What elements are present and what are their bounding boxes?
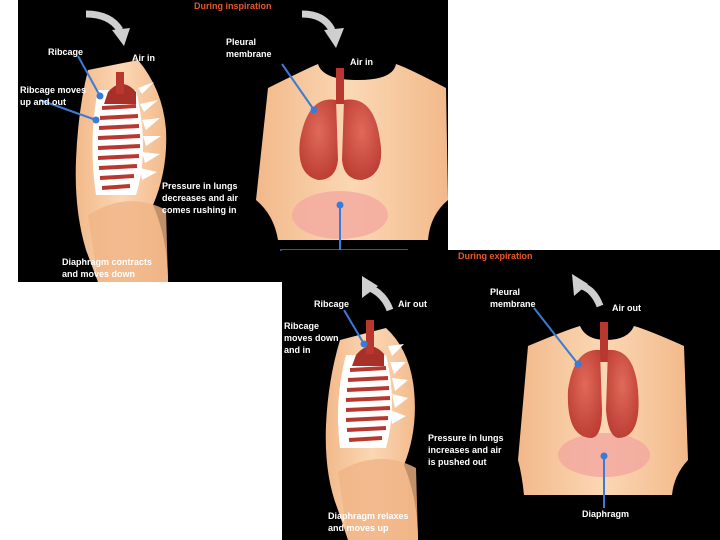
air-in-label-right: Air in — [350, 57, 374, 67]
pressure-line3: is pushed out — [428, 457, 487, 467]
expiration-illustration — [325, 274, 688, 540]
ribcage-label: Ribcage — [48, 47, 84, 57]
pressure-line2: decreases and air — [162, 193, 239, 203]
ribcage-moves-line1: Ribcage moves — [20, 85, 87, 95]
air-in-arrow-right — [301, 10, 336, 32]
pressure-label: Pressure in lungs decreases and air come… — [162, 180, 238, 216]
pressure-line3: comes rushing in — [162, 205, 237, 215]
pressure-label: Pressure in lungs increases and air is p… — [428, 432, 504, 468]
side-trachea — [116, 72, 124, 94]
ribcage-moves-label: Ribcage moves up and out — [20, 84, 86, 108]
front-lung-right — [342, 99, 382, 180]
ribcage-moves-line2: moves down — [284, 333, 339, 343]
front-lung-left — [299, 99, 338, 180]
pressure-line2: increases and air — [428, 445, 502, 455]
diaphragm-line1: Diaphragm contracts — [62, 257, 153, 267]
side-rib-tips — [138, 82, 161, 180]
expiration-pointers — [343, 307, 608, 508]
inspiration-illustration — [39, 10, 448, 282]
air-in-arrow-left — [85, 10, 123, 33]
side-trachea — [366, 320, 374, 354]
side-lung-top — [352, 346, 384, 366]
pressure-line1: Pressure in lungs — [428, 433, 504, 443]
air-in-label-left: Air in — [132, 53, 156, 63]
diaphragm-label-right: Diaphragm — [582, 509, 630, 519]
front-trachea — [600, 322, 608, 362]
diaphragm-label: Diaphragm relaxes and moves up — [328, 510, 409, 534]
pressure-line1: Pressure in lungs — [162, 181, 238, 191]
diaphragm-line2: and moves down — [62, 269, 136, 279]
air-out-arrow-right — [580, 282, 604, 308]
expiration-panel: During expiration Ribcage Air out Ribcag… — [282, 250, 720, 540]
inspiration-pointers — [39, 55, 344, 250]
inspiration-title: During inspiration — [194, 1, 272, 11]
pleural-line2: membrane — [226, 49, 272, 59]
expiration-title: During expiration — [458, 251, 533, 261]
air-out-arrow-left — [368, 284, 394, 312]
diaphragm-line2: and moves up — [328, 523, 389, 533]
ribcage-moves-label: Ribcage moves down and in — [284, 320, 339, 356]
pleural-line1: Pleural — [490, 287, 521, 297]
pleural-membrane-label: Pleural membrane — [226, 36, 272, 60]
pleural-membrane-label: Pleural membrane — [490, 286, 536, 310]
ribcage-moves-line3: and in — [284, 345, 311, 355]
side-rib-tips — [388, 344, 408, 424]
side-hip — [338, 458, 418, 540]
pleural-line2: membrane — [490, 299, 536, 309]
air-out-label-left: Air out — [398, 299, 427, 309]
side-hip — [88, 201, 168, 282]
ribcage-moves-line1: Ribcage — [284, 321, 320, 331]
diaphragm-line1: Diaphragm relaxes — [328, 511, 409, 521]
air-out-label-right: Air out — [612, 303, 641, 313]
pleural-line1: Pleural — [226, 37, 257, 47]
side-lung-ribs — [345, 366, 391, 442]
ribcage-label: Ribcage — [314, 299, 350, 309]
ribcage-moves-line2: up and out — [20, 97, 66, 107]
front-lung-right — [606, 349, 639, 438]
front-lung-left — [567, 349, 602, 438]
inspiration-panel: During inspiration Ribcage Air in Ribcag… — [18, 0, 448, 282]
front-trachea — [336, 68, 344, 104]
side-lung-ribs — [97, 104, 141, 190]
diaphragm-label: Diaphragm contracts and moves down — [62, 256, 152, 280]
